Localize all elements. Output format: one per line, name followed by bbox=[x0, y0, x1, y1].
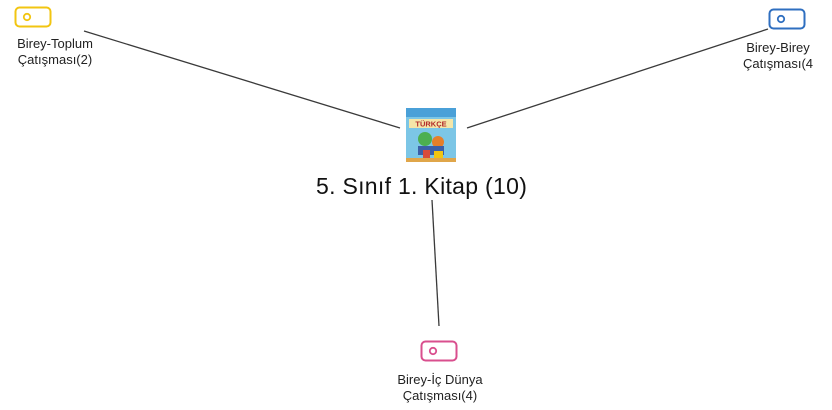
book-cover-title: TÜRKÇE bbox=[415, 120, 446, 129]
edge-birey-birey bbox=[466, 28, 769, 129]
tag-icon[interactable] bbox=[768, 8, 806, 30]
node-label-line: Birey-Birey bbox=[746, 40, 810, 55]
node-label-line: Birey-İç Dünya bbox=[397, 372, 483, 387]
node-label-line: Çatışması(4) bbox=[402, 388, 478, 403]
tag-icon[interactable] bbox=[420, 340, 458, 362]
node-label-line: Çatışması(2) bbox=[17, 52, 93, 67]
edge-birey-ic-dunya bbox=[431, 199, 440, 327]
node-label-line: Birey-Toplum bbox=[17, 36, 93, 51]
node-label-birey-ic-dunya: Birey-İç Dünya Çatışması(4) bbox=[370, 372, 510, 404]
node-label-line: Çatışması(4 bbox=[742, 56, 814, 71]
tag-icon[interactable] bbox=[14, 6, 52, 28]
center-node-title: 5. Sınıf 1. Kitap (10) bbox=[316, 173, 528, 199]
edge-birey-toplum bbox=[83, 30, 401, 129]
node-label-birey-toplum: Birey-Toplum Çatışması(2) bbox=[0, 36, 110, 68]
book-cover-icon: TÜRKÇE bbox=[406, 108, 456, 162]
node-label-birey-birey: Birey-Birey Çatışması(4 bbox=[726, 40, 830, 72]
